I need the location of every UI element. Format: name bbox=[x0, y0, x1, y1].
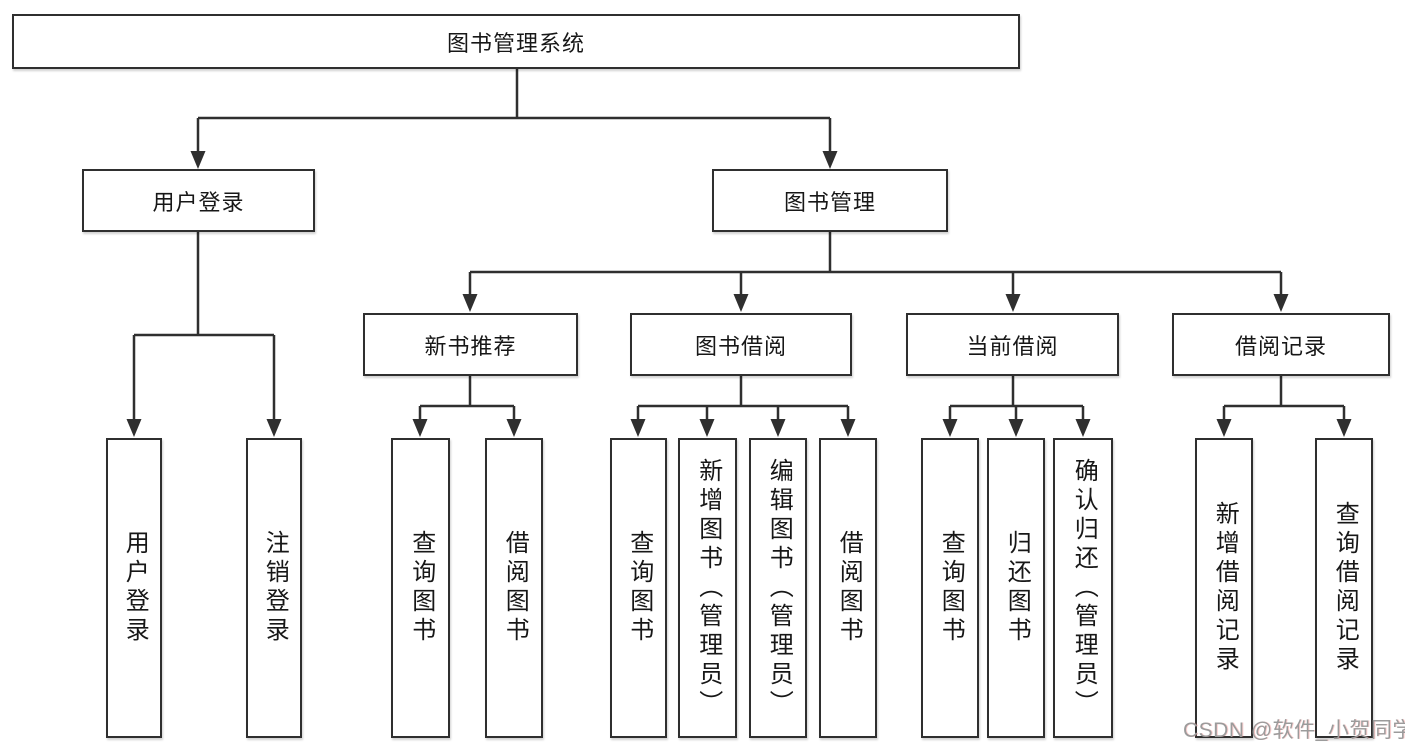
leaf-confirm-return-admin: 确认归还（管理员） bbox=[1053, 438, 1113, 738]
leaf-query-book-3: 查询图书 bbox=[921, 438, 979, 738]
leaf-edit-book-admin: 编辑图书（管理员） bbox=[749, 438, 807, 738]
arrowhead-icons bbox=[126, 151, 1352, 437]
leaf-borrow-book-2: 借阅图书 bbox=[819, 438, 877, 738]
leaf-query-book-2: 查询图书 bbox=[610, 438, 667, 738]
node-new-book-recommend: 新书推荐 bbox=[363, 313, 578, 376]
leaf-borrow-book-1: 借阅图书 bbox=[485, 438, 543, 738]
node-user-login-module: 用户登录 bbox=[82, 169, 315, 232]
node-book-management-module: 图书管理 bbox=[712, 169, 948, 232]
leaf-query-borrow-record: 查询借阅记录 bbox=[1315, 438, 1373, 738]
node-current-borrow: 当前借阅 bbox=[906, 313, 1119, 376]
leaf-add-book-admin: 新增图书（管理员） bbox=[678, 438, 737, 738]
watermark: CSDN @软件_小贺同学 bbox=[1183, 719, 1405, 742]
node-borrow-records: 借阅记录 bbox=[1172, 313, 1390, 376]
leaf-logout: 注销登录 bbox=[246, 438, 302, 738]
connector-segments bbox=[132, 69, 1346, 421]
node-root-system: 图书管理系统 bbox=[12, 14, 1020, 69]
node-book-borrow: 图书借阅 bbox=[630, 313, 852, 376]
leaf-query-book-1: 查询图书 bbox=[391, 438, 450, 738]
leaf-user-login: 用户登录 bbox=[106, 438, 162, 738]
leaf-add-borrow-record: 新增借阅记录 bbox=[1195, 438, 1253, 738]
leaf-return-book: 归还图书 bbox=[987, 438, 1045, 738]
